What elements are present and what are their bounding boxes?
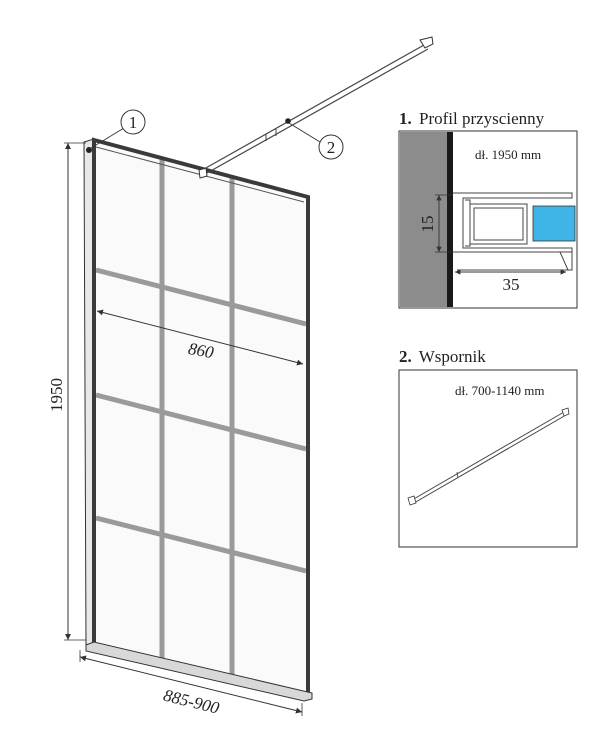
callout-1: 1: [90, 109, 146, 149]
callout-2: 2: [288, 122, 344, 160]
glass-width-dimension: 860: [96, 309, 304, 366]
profile-section: [453, 192, 573, 271]
profile-height-label: 15: [418, 216, 437, 233]
profile-length-label: dł. 1950 mm: [475, 147, 541, 162]
glass-insert: [532, 205, 576, 242]
bar-joint-icon: [285, 118, 291, 124]
bracket-bar: [407, 407, 570, 506]
profile-width-label: 35: [503, 275, 520, 294]
total-width-label: 885-900: [162, 686, 222, 718]
glass-width-label: 860: [187, 339, 216, 362]
support-bar: [198, 36, 434, 179]
detail-wall-profile-title: 1. Profil przyscienny: [399, 109, 545, 128]
detail-wall-profile: 1. Profil przyscienny 15 35 dł. 1950 mm: [398, 109, 578, 309]
detail-bracket-title: 2. Wspornik: [399, 347, 486, 366]
detail-bracket: 2. Wspornik dł. 700-1140 mm: [398, 347, 578, 548]
fixing-point-icon: [86, 147, 92, 153]
glass-pane: [94, 140, 308, 694]
height-dimension-label: 1950: [47, 378, 66, 412]
bracket-length-label: dł. 700-1140 mm: [455, 383, 544, 398]
height-dimension: 1950: [47, 142, 86, 641]
shower-panel: [83, 137, 313, 702]
callout-1-label: 1: [129, 113, 138, 132]
callout-2-label: 2: [327, 138, 336, 157]
